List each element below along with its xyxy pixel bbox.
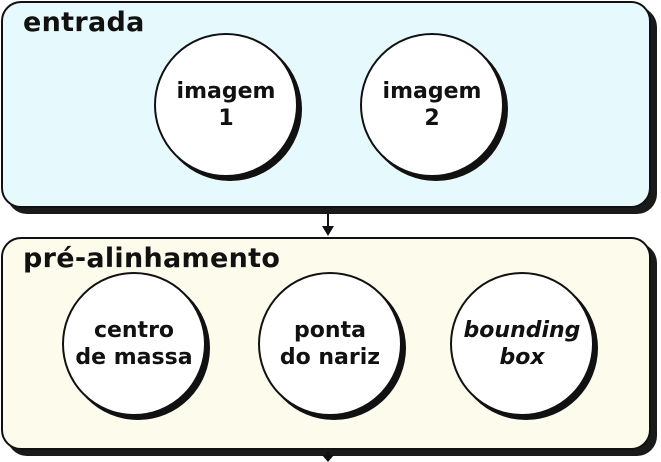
node-label-line: ponta	[294, 318, 366, 343]
node-centro-de-massa-label: centro de massa	[75, 317, 192, 371]
node-bounding-box-label: bounding box	[464, 317, 581, 371]
pre-alinhamento-panel-title: pré-alinhamento	[23, 243, 281, 274]
pre-alinhamento-panel: pré-alinhamento centro de massa ponta do…	[1, 237, 651, 450]
node-ponta-do-nariz-label: ponta do nariz	[280, 317, 380, 371]
node-label-line: 2	[424, 106, 440, 131]
node-label-line: do nariz	[279, 345, 381, 370]
node-label-line: imagem	[176, 79, 276, 104]
node-label-line: bounding	[463, 318, 581, 343]
arrow-entrada-to-pre	[322, 214, 334, 236]
node-imagem-1: imagem 1	[154, 33, 298, 177]
node-label-line: box	[499, 345, 545, 370]
node-bounding-box: bounding box	[450, 272, 594, 416]
node-label-line: centro	[93, 318, 175, 343]
node-centro-de-massa: centro de massa	[62, 272, 206, 416]
node-imagem-1-label: imagem 1	[177, 78, 276, 132]
node-label-line: de massa	[75, 345, 193, 370]
arrow-pre-to-next	[322, 452, 334, 462]
node-imagem-2-label: imagem 2	[383, 78, 482, 132]
node-label-line: 1	[218, 106, 234, 131]
node-ponta-do-nariz: ponta do nariz	[258, 272, 402, 416]
node-imagem-2: imagem 2	[360, 33, 504, 177]
entrada-panel-title: entrada	[23, 7, 145, 38]
node-label-line: imagem	[382, 79, 482, 104]
entrada-panel: entrada imagem 1 imagem 2	[1, 1, 651, 208]
